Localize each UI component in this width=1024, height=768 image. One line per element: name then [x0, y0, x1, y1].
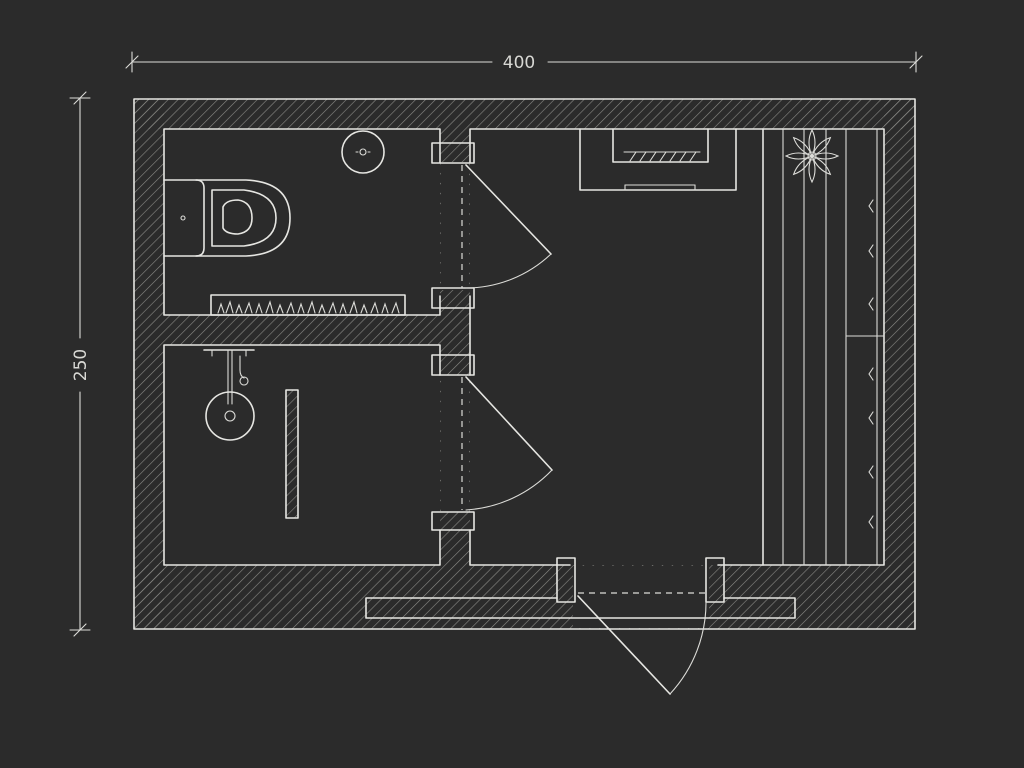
planter-icon — [210, 294, 406, 316]
toilet-icon — [163, 179, 291, 257]
shower-drain-bar-icon — [285, 389, 299, 519]
plant-icon — [784, 128, 840, 184]
shower-door — [461, 376, 553, 511]
door-jambs — [431, 142, 725, 603]
walls — [133, 98, 916, 630]
shower-faucet-icon — [203, 349, 255, 386]
wc-door — [461, 164, 552, 289]
width-dimension: 400 — [125, 51, 923, 73]
floor-drain-icon — [341, 130, 385, 174]
slatted-shelf-icon — [762, 128, 885, 566]
shower-head-icon — [205, 349, 255, 441]
entrance-door — [577, 592, 707, 695]
width-dimension-label: 400 — [503, 53, 535, 73]
entrance-step — [365, 597, 796, 619]
bench-icon — [579, 128, 737, 191]
height-dimension: 250 — [69, 91, 91, 637]
height-dimension-label: 250 — [71, 349, 91, 381]
